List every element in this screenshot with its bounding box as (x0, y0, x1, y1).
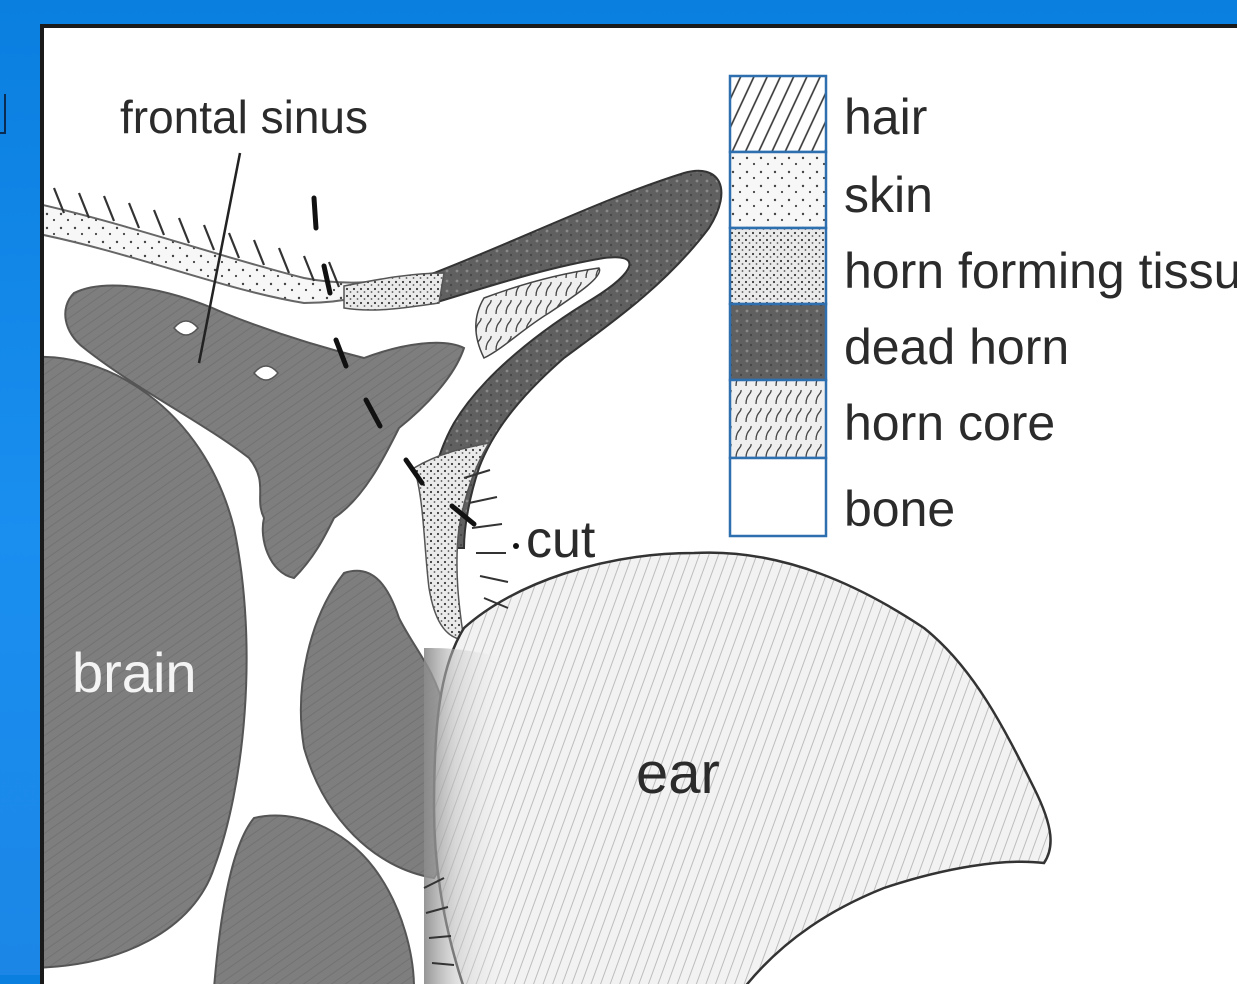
legend-label-horn-forming-tissue: horn forming tissue (844, 242, 1237, 300)
legend-swatch-hair (730, 76, 826, 152)
legend-label-dead-horn: dead horn (844, 318, 1069, 376)
cut-dot (513, 543, 519, 549)
dead-horn (428, 171, 722, 548)
legend-swatch-horn-forming-tissue (730, 228, 826, 304)
legend-label-horn-core: horn core (844, 394, 1055, 452)
ear (434, 553, 1051, 984)
cut-label: cut (526, 510, 595, 570)
legend-label-hair: hair (844, 88, 927, 146)
legend-swatches (730, 76, 826, 536)
legend-label-skin: skin (844, 166, 933, 224)
ear-label: ear (636, 740, 720, 807)
brain-label: brain (72, 640, 197, 705)
frontal-sinus-label: frontal sinus (120, 90, 368, 144)
horn-cross-section-diagram (44, 28, 1237, 984)
legend-swatch-horn-core (730, 380, 826, 458)
edge-marker (0, 94, 6, 134)
legend-swatch-dead-horn (730, 304, 826, 380)
horn-forming-tissue (344, 273, 444, 310)
legend-swatch-skin (730, 152, 826, 228)
legend-label-bone: bone (844, 480, 955, 538)
ear-shading (424, 648, 514, 984)
diagram-frame: frontal sinus cut brain ear hair skin ho… (40, 24, 1237, 984)
legend-swatch-bone (730, 458, 826, 536)
